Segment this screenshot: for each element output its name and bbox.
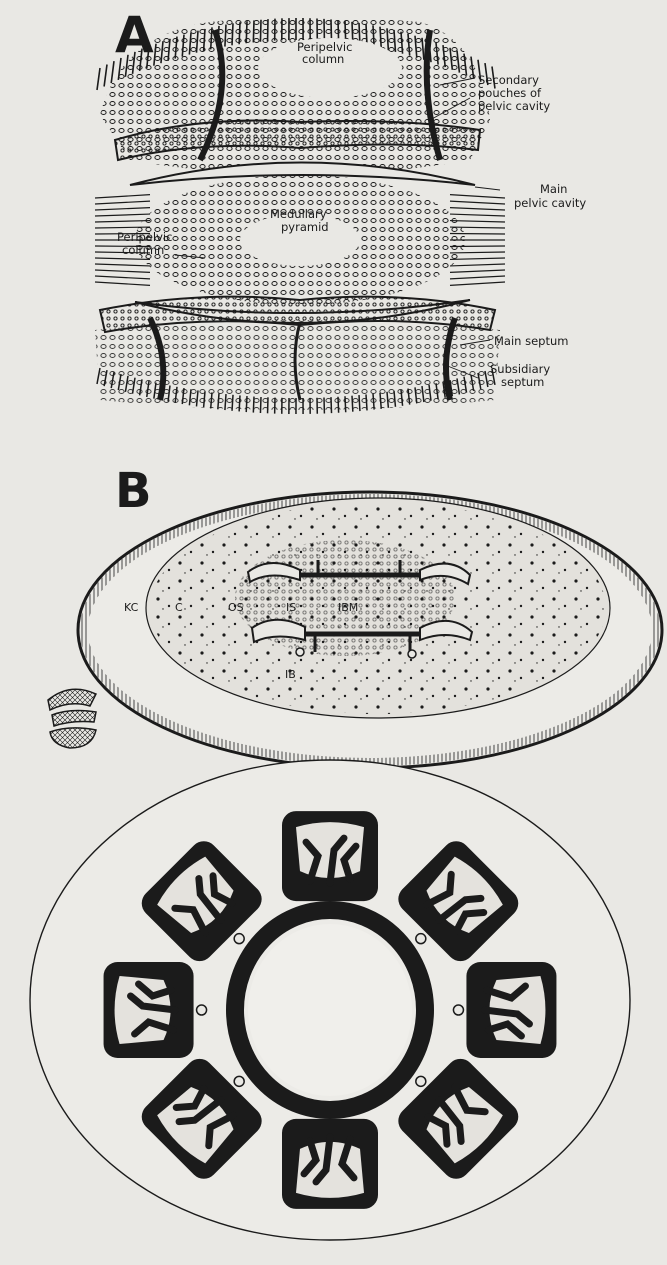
main-septum-label: Main septum [494,334,568,348]
panel-c: C [30,760,630,1240]
peripelvic-left-label-1: Peripelvic [117,230,172,244]
panel-a: A [95,6,586,414]
peripelvic-left-label-2: column [122,243,164,257]
peripelvic-top-label-2: column [302,52,344,66]
panel-b-letter: B [115,463,152,519]
right-striations [450,195,505,286]
renal-lobe [104,962,207,1058]
c-label: C [175,601,183,614]
subsidiary-septum-label-2: septum [501,375,544,389]
lower-cortex-dotted [95,320,500,410]
panel-b: B KC C OS IS IBM IB [48,463,662,768]
secondary-pouches-label-2: pouches of [478,86,542,100]
renal-lobe [453,962,556,1058]
is-label: IS [286,601,296,614]
secondary-pouches-label-3: pelvic cavity [478,99,550,113]
os-label: OS [228,601,244,614]
main-pelvic-label-2: pelvic cavity [514,196,586,210]
renal-pelvis-lumen [248,924,412,1096]
renal-lobe [282,1106,378,1209]
subsidiary-septum-label-1: Subsidiary [490,362,550,376]
medullary-label-1: Medullary [270,207,327,221]
kc-label: KC [124,601,139,614]
medullary-label-2: pyramid [281,220,329,234]
renal-lobe [282,811,378,914]
secondary-pouches-label-1: Secondary [478,73,539,87]
kidney-inset-drawing [48,689,96,748]
ibm-label: IBM [338,601,358,614]
ib-label: IB [285,668,296,681]
main-pelvic-label-1: Main [540,182,567,196]
